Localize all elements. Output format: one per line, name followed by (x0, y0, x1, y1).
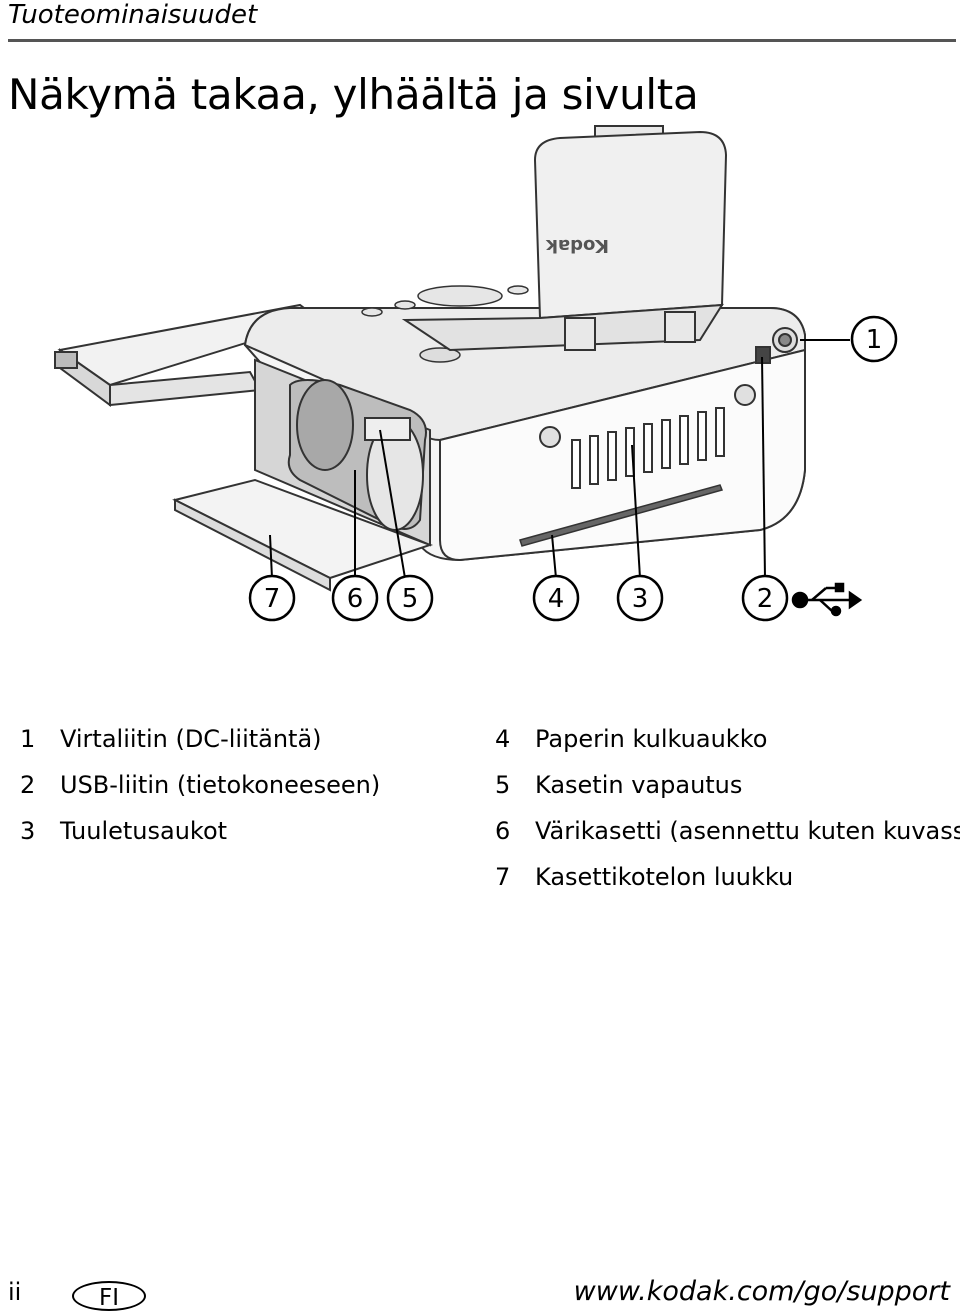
cartridge-compartment (254, 358, 431, 547)
paper-exit-slot (519, 484, 724, 547)
callout-3: 3 (632, 584, 649, 614)
callout-7: 7 (264, 584, 281, 614)
section-header: Tuoteominaisuudet (8, 0, 258, 30)
callout-1: 1 (866, 325, 883, 355)
usb-icon (791, 582, 863, 617)
callout-lines (269, 339, 850, 579)
screen-lid (401, 125, 728, 352)
callout-6: 6 (347, 584, 364, 614)
callout-4: 4 (548, 584, 565, 614)
printer-illustration: Kodak (54, 125, 898, 622)
callout-2: 2 (757, 584, 774, 614)
cartridge-door (172, 478, 434, 592)
rear-ports (539, 327, 798, 448)
control-panel (361, 285, 529, 363)
callout-5: 5 (402, 584, 419, 614)
page-title: Näkymä takaa, ylhäältä ja sivulta (8, 70, 699, 119)
brand-logo-text: Kodak (545, 235, 609, 256)
language-badge: FI (72, 1281, 146, 1311)
support-url: www.kodak.com/go/support (573, 1276, 950, 1307)
header-rule (8, 39, 956, 42)
page-number: ii (8, 1278, 22, 1306)
vent-slots (571, 407, 725, 489)
callout-markers (248, 315, 898, 622)
